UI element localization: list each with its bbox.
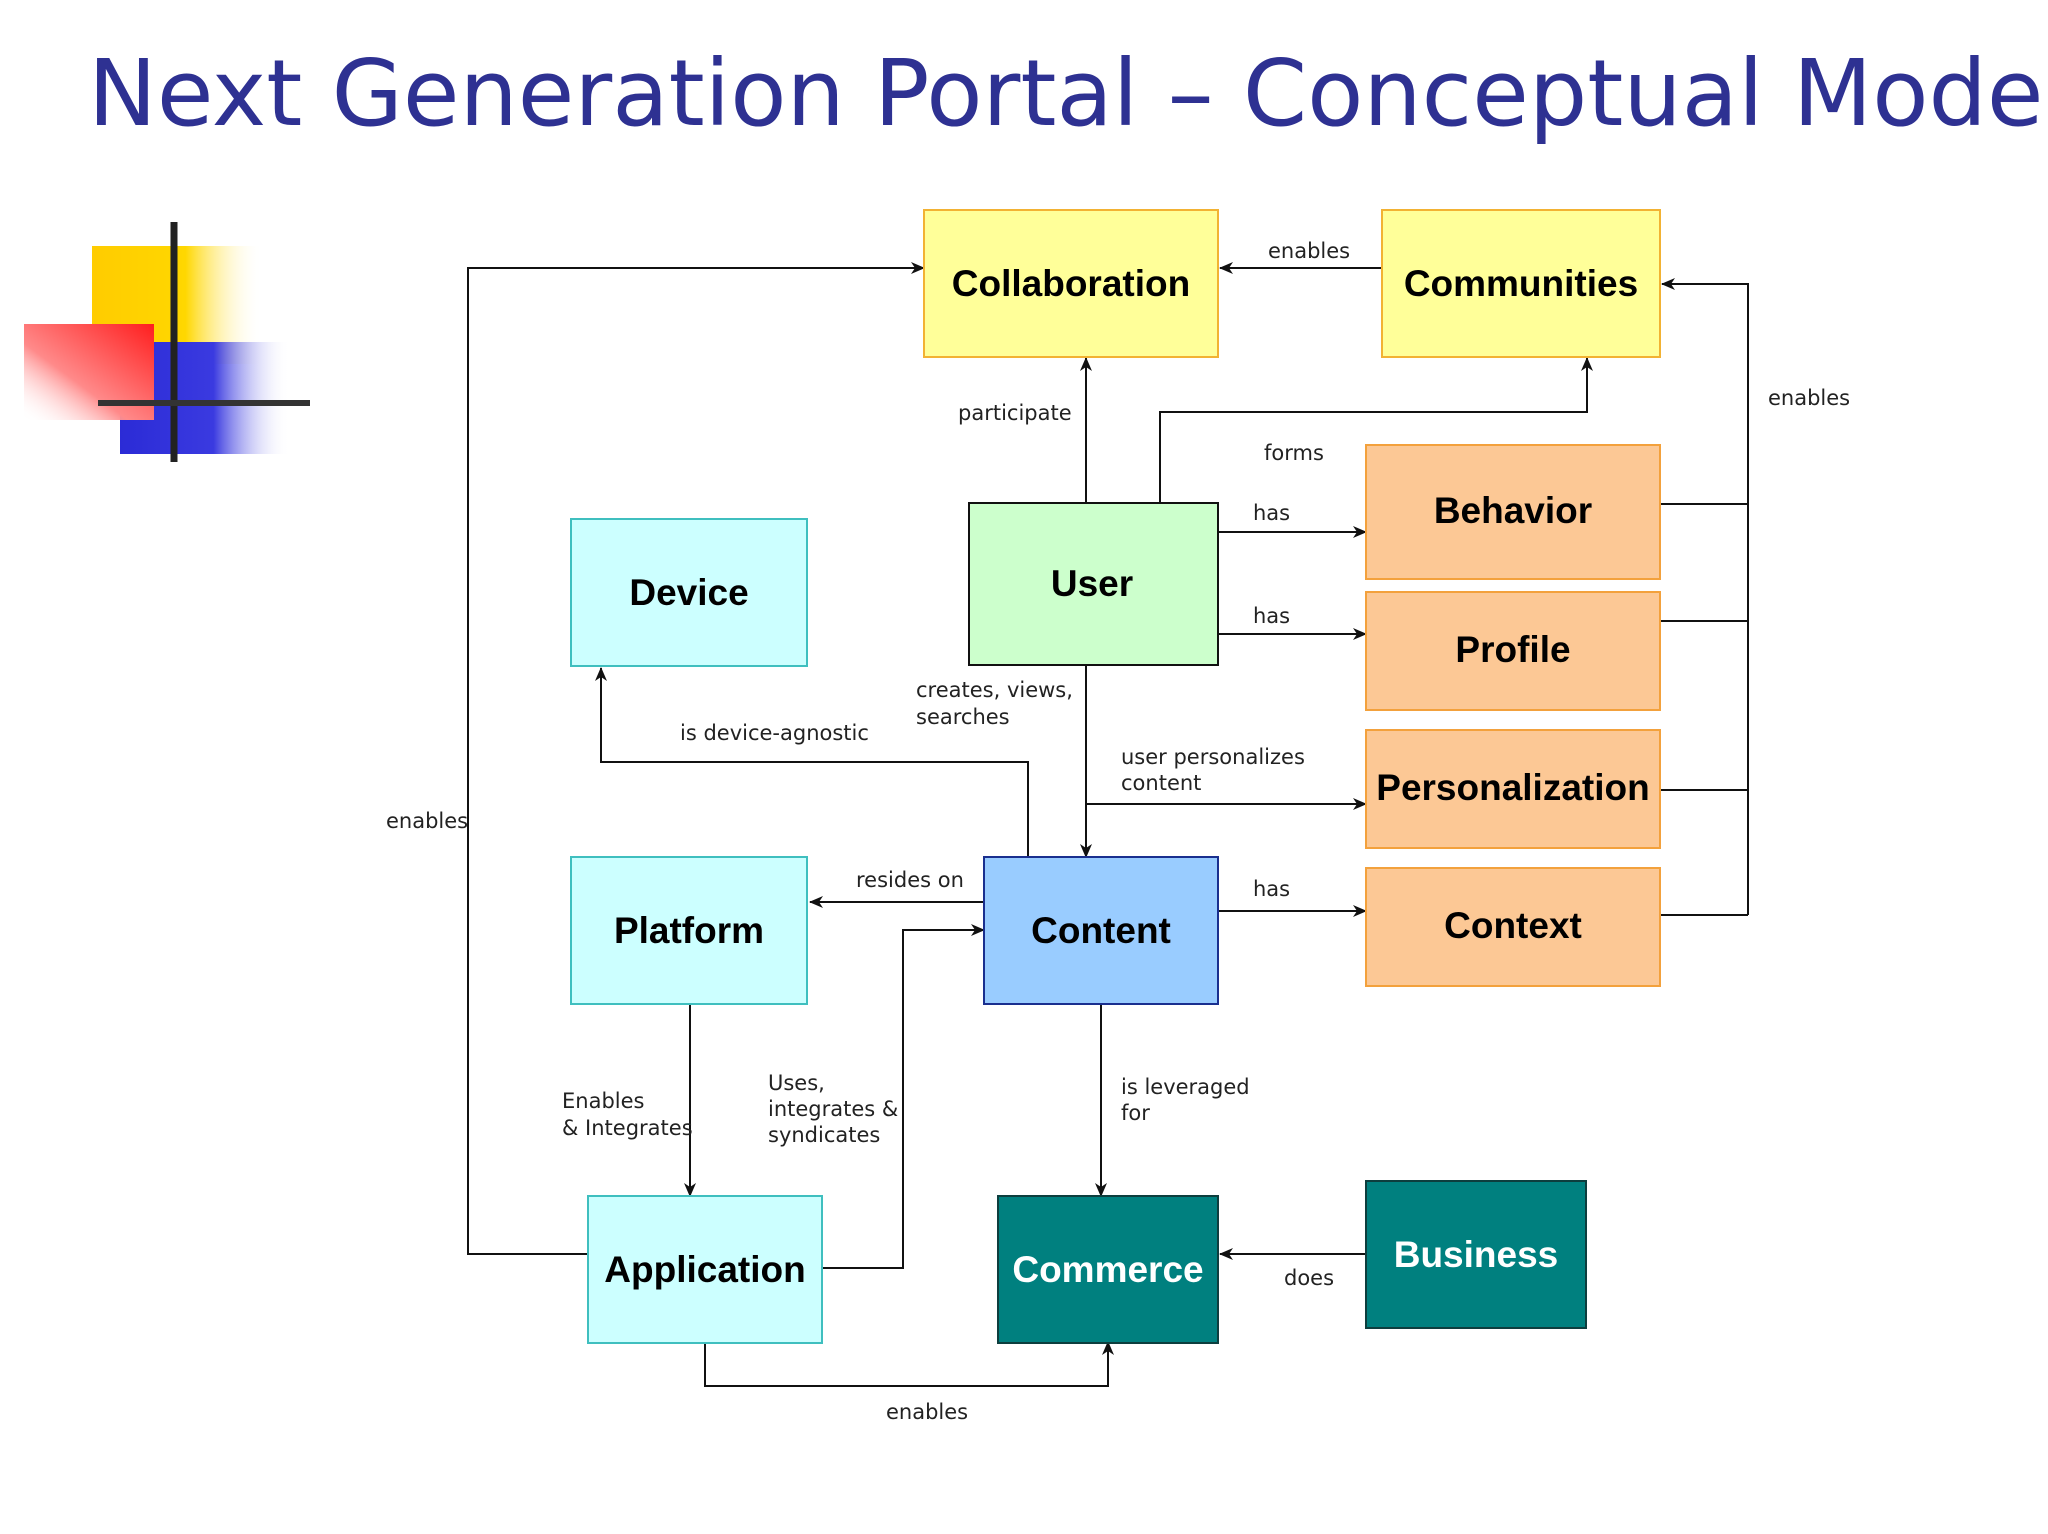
label-user-profile: has (1253, 604, 1290, 628)
label-platform-application-line1: Enables (562, 1089, 644, 1113)
edge-application-collaboration (467, 262, 925, 1255)
label-user-behavior: has (1253, 501, 1290, 525)
svg-text:User: User (1051, 563, 1133, 604)
node-behavior: Behavior (1365, 444, 1661, 580)
svg-text:Content: Content (1031, 910, 1171, 951)
label-user-communities: forms (1264, 441, 1324, 465)
label-content-commerce-line2: for (1121, 1101, 1150, 1125)
label-content-context: has (1253, 877, 1290, 901)
svg-text:Context: Context (1444, 905, 1582, 946)
edge-application-commerce (704, 1341, 1114, 1387)
label-content-personalization-line1: user personalizes (1121, 745, 1305, 769)
label-user-content-line1: creates, views, (916, 678, 1073, 702)
edge-application-content (822, 924, 985, 1269)
node-context: Context (1365, 867, 1661, 987)
svg-text:Commerce: Commerce (1012, 1249, 1203, 1290)
label-platform-application-line2: & Integrates (562, 1116, 693, 1140)
decorative-logo (24, 222, 310, 462)
node-content: Content (983, 856, 1219, 1005)
edge-orange-bus (1660, 284, 1749, 916)
label-application-commerce: enables (886, 1400, 968, 1424)
label-application-collaboration: enables (386, 809, 468, 833)
label-content-personalization-line2: content (1121, 771, 1201, 795)
svg-text:Device: Device (629, 572, 748, 613)
node-platform: Platform (570, 856, 808, 1005)
node-user: User (968, 502, 1219, 666)
label-user-content-line2: searches (916, 705, 1010, 729)
label-application-content-line3: syndicates (768, 1123, 880, 1147)
label-orange-communities: enables (1768, 386, 1850, 410)
label-content-device: is device-agnostic (680, 721, 869, 745)
node-commerce: Commerce (997, 1195, 1219, 1344)
edge-content-device (595, 667, 1029, 858)
edge-user-communities (1159, 357, 1593, 503)
node-personalization: Personalization (1365, 729, 1661, 849)
node-application: Application (587, 1195, 823, 1344)
label-communities-collaboration: enables (1268, 239, 1350, 263)
slide-title: Next Generation Portal – Conceptual Mode… (88, 40, 2048, 147)
label-content-commerce-line1: is leveraged (1121, 1075, 1250, 1099)
label-content-platform: resides on (856, 868, 964, 892)
node-business: Business (1365, 1180, 1587, 1329)
node-collaboration: Collaboration (923, 209, 1219, 358)
svg-text:Behavior: Behavior (1434, 490, 1592, 531)
label-user-collaboration: participate (958, 401, 1072, 425)
label-application-content-line2: integrates & (768, 1097, 898, 1121)
node-profile: Profile (1365, 591, 1661, 711)
svg-text:Communities: Communities (1404, 263, 1638, 304)
svg-text:Personalization: Personalization (1376, 767, 1649, 808)
node-device: Device (570, 518, 808, 667)
svg-text:Business: Business (1394, 1234, 1559, 1275)
svg-text:Collaboration: Collaboration (952, 263, 1190, 304)
svg-text:Platform: Platform (614, 910, 764, 951)
node-communities: Communities (1381, 209, 1661, 358)
label-business-commerce: does (1284, 1266, 1334, 1290)
label-application-content-line1: Uses, (768, 1071, 825, 1095)
svg-text:Application: Application (604, 1249, 805, 1290)
svg-text:Profile: Profile (1455, 629, 1570, 670)
